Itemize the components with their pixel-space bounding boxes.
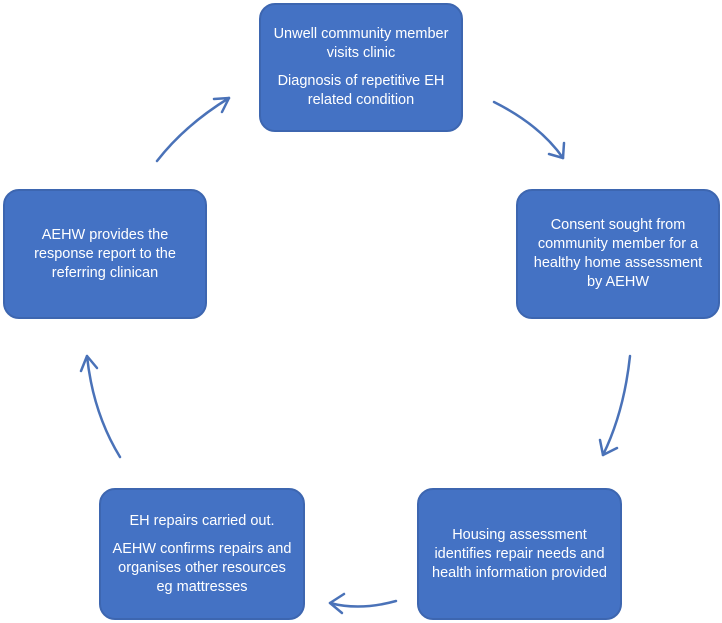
step-1-text-2: Diagnosis of repetitive EH related condi… <box>277 73 445 108</box>
step-2-box: Consent sought from community member for… <box>516 189 720 319</box>
step-4-box: EH repairs carried out. AEHW confirms re… <box>99 488 305 620</box>
step-4-text-2: AEHW confirms repairs and organises othe… <box>112 540 292 595</box>
step-3-text-1: Housing assessment identifies repair nee… <box>432 526 607 581</box>
step-1-text-1: Unwell community member visits clinic <box>273 26 449 61</box>
arrow-step1-to-step2 <box>492 100 565 160</box>
arrowhead-step4-to-step5 <box>79 354 99 373</box>
arrow-step4-to-step5 <box>85 354 122 459</box>
step-4-text-1: EH repairs carried out. <box>129 512 275 529</box>
step-2-text-1: Consent sought from community member for… <box>533 217 703 290</box>
step-5-box: AEHW provides the response report to the… <box>3 189 207 319</box>
arrowhead-step5-to-step1 <box>212 96 231 114</box>
arrow-step3-to-step4 <box>328 599 398 608</box>
step-5-text-1: AEHW provides the response report to the… <box>34 226 176 281</box>
arrow-step2-to-step3 <box>601 354 632 457</box>
step-1-box: Unwell community member visits clinic Di… <box>259 3 463 132</box>
arrow-step5-to-step1 <box>155 96 231 163</box>
arrowhead-step2-to-step3 <box>598 438 619 457</box>
step-3-box: Housing assessment identifies repair nee… <box>417 488 622 620</box>
arrowhead-step1-to-step2 <box>547 141 566 160</box>
arrowhead-step3-to-step4 <box>328 592 346 615</box>
